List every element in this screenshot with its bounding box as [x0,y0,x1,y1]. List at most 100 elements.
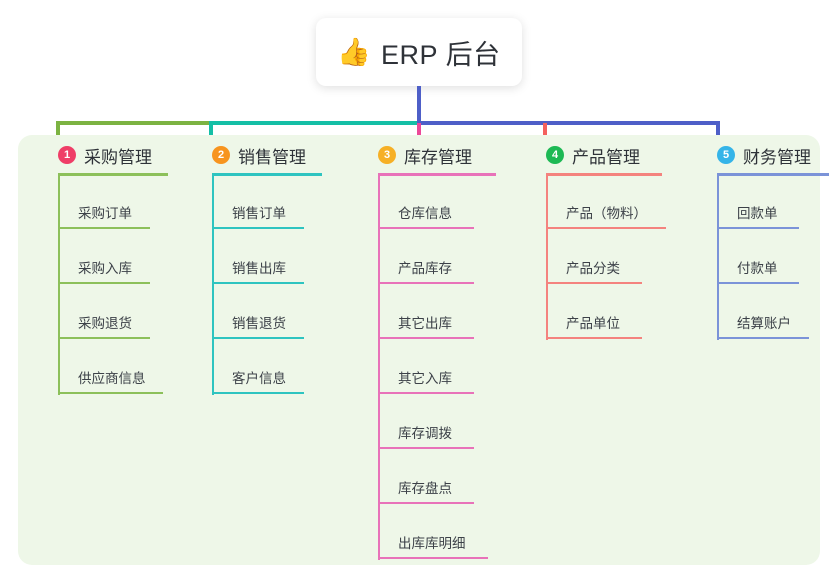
leaf-node-underline [717,227,799,229]
leaf-node-underline [378,337,474,339]
thumbs-up-icon: 👍 [337,36,372,67]
leaf-node[interactable]: 其它入库 [378,340,474,394]
leaf-node-label: 销售退货 [232,316,286,331]
branch-title-underline [212,173,322,176]
branch-title: 产品管理 [572,147,640,167]
leaf-node-underline [546,337,642,339]
leaf-node-underline [58,392,163,394]
leaf-node[interactable]: 回款单 [717,175,799,229]
leaf-node[interactable]: 产品（物料） [546,175,666,229]
branch-index-badge: 5 [717,146,735,164]
leaf-node-label: 产品（物料） [566,206,647,221]
root-node-content: 👍 ERP 后台 [337,33,500,72]
branch-title: 采购管理 [84,147,152,167]
leaf-node-label: 采购入库 [78,261,132,276]
leaf-node-underline [58,227,150,229]
leaf-node-underline [546,282,642,284]
branches-panel: 1 采购管理采购订单采购入库采购退货供应商信息 2 销售管理销售订单销售出库销售退货客… [18,135,829,565]
leaf-node[interactable]: 库存调拨 [378,395,474,449]
leaf-node[interactable]: 销售订单 [212,175,304,229]
connector-bar-segment-2 [209,121,419,125]
root-stem-connector [417,86,421,123]
leaf-node-label: 采购退货 [78,316,132,331]
leaf-node[interactable]: 采购入库 [58,230,150,284]
branch-column-3: 3 库存管理仓库信息产品库存其它出库其它入库库存调拨库存盘点出库库明细 [358,135,496,560]
leaf-node[interactable]: 结算账户 [717,285,809,339]
branch-title-underline [546,173,662,176]
leaf-node-underline [58,337,150,339]
root-node-card[interactable]: 👍 ERP 后台 [316,18,522,86]
leaf-node-label: 客户信息 [232,371,286,386]
leaf-node-label: 产品分类 [566,261,620,276]
leaf-node-label: 销售出库 [232,261,286,276]
branch-index-badge: 4 [546,146,564,164]
leaf-node-underline [212,282,304,284]
leaf-node-label: 结算账户 [737,316,791,331]
leaf-node[interactable]: 客户信息 [212,340,304,394]
leaf-node-underline [717,282,799,284]
branch-spine [717,175,719,340]
leaf-node[interactable]: 付款单 [717,230,799,284]
leaf-node-underline [58,282,150,284]
leaf-node[interactable]: 仓库信息 [378,175,474,229]
branch-index-badge: 2 [212,146,230,164]
leaf-node[interactable]: 其它出库 [378,285,474,339]
leaf-node[interactable]: 产品库存 [378,230,474,284]
leaf-node[interactable]: 库存盘点 [378,450,474,504]
leaf-node[interactable]: 产品单位 [546,285,642,339]
branch-title: 销售管理 [238,147,306,167]
leaf-node-underline [212,227,304,229]
connector-bar-segment-1 [56,121,211,125]
leaf-node-underline [717,337,809,339]
branch-index-badge: 1 [58,146,76,164]
leaf-node-underline [378,502,474,504]
branch-header-1[interactable]: 1 采购管理 [38,135,152,175]
leaf-node-label: 付款单 [737,261,778,276]
leaf-node-underline [212,392,304,394]
leaf-node[interactable]: 采购订单 [58,175,150,229]
branch-header-5[interactable]: 5 财务管理 [697,135,811,175]
leaf-node-label: 采购订单 [78,206,132,221]
leaf-node-label: 出库库明细 [398,536,466,551]
leaf-node[interactable]: 出库库明细 [378,505,488,559]
leaf-node-underline [546,227,666,229]
branch-column-2: 2 销售管理销售订单销售出库销售退货客户信息 [192,135,322,395]
branch-index-badge: 3 [378,146,396,164]
leaf-node-label: 仓库信息 [398,206,452,221]
leaf-node-underline [378,282,474,284]
connector-bar-segment-3 [417,121,720,125]
branch-column-1: 1 采购管理采购订单采购入库采购退货供应商信息 [38,135,168,395]
leaf-node-underline [212,337,304,339]
leaf-node-label: 库存盘点 [398,481,452,496]
leaf-node-underline [378,557,488,559]
branch-spine [546,175,548,340]
leaf-node-underline [378,447,474,449]
branch-title-underline [717,173,829,176]
branch-spine [212,175,214,395]
branch-column-4: 4 产品管理产品（物料） 产品分类产品单位 [526,135,666,340]
branch-header-4[interactable]: 4 产品管理 [526,135,640,175]
branch-title: 财务管理 [743,147,811,167]
leaf-node-label: 库存调拨 [398,426,452,441]
leaf-node-label: 回款单 [737,206,778,221]
branch-spine [58,175,60,395]
leaf-node-label: 产品库存 [398,261,452,276]
branch-title-underline [378,173,496,176]
leaf-node[interactable]: 销售退货 [212,285,304,339]
branch-header-3[interactable]: 3 库存管理 [358,135,472,175]
leaf-node[interactable]: 产品分类 [546,230,642,284]
leaf-node-label: 产品单位 [566,316,620,331]
leaf-node-underline [378,392,474,394]
branch-title: 库存管理 [404,147,472,167]
leaf-node-label: 销售订单 [232,206,286,221]
page-title: ERP 后台 [381,39,501,70]
leaf-node[interactable]: 采购退货 [58,285,150,339]
leaf-node-label: 其它入库 [398,371,452,386]
leaf-node-label: 其它出库 [398,316,452,331]
branch-column-5: 5 财务管理回款单付款单结算账户 [697,135,829,340]
branch-header-2[interactable]: 2 销售管理 [192,135,306,175]
leaf-node[interactable]: 销售出库 [212,230,304,284]
leaf-node[interactable]: 供应商信息 [58,340,163,394]
leaf-node-label: 供应商信息 [78,371,146,386]
